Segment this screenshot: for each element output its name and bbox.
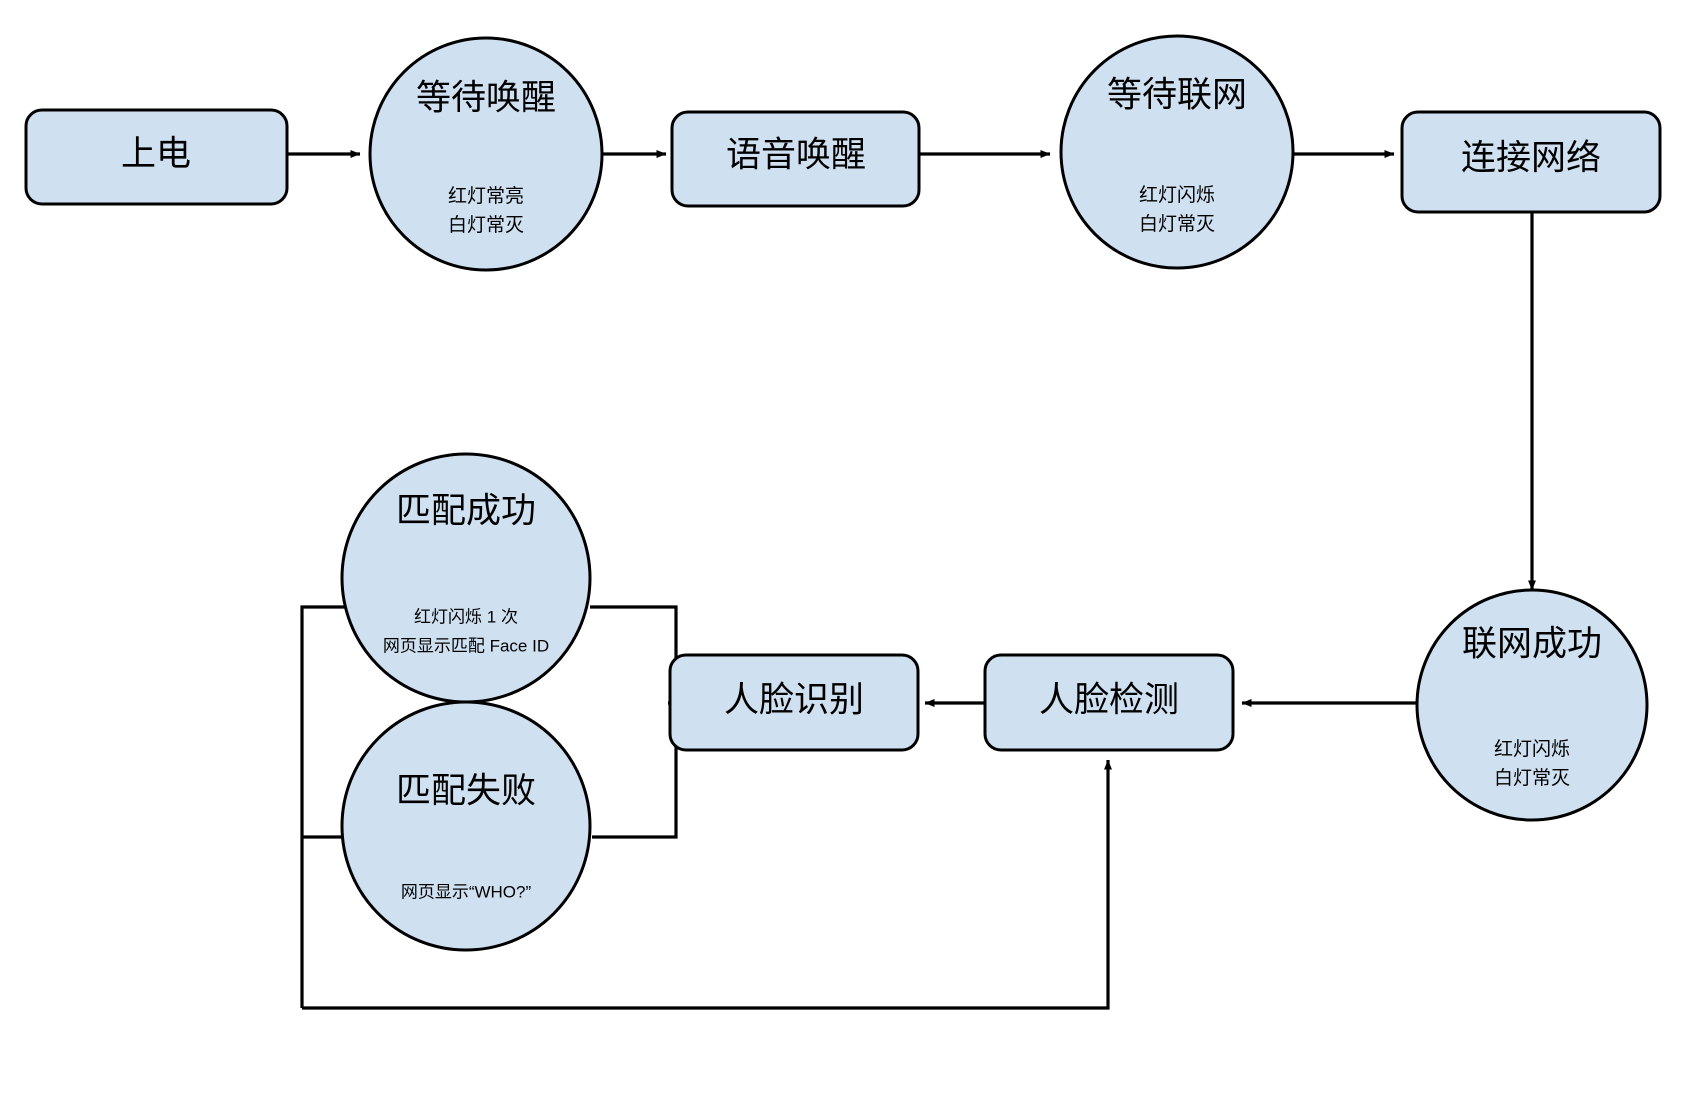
node-face-recognize-label: 人脸识别 bbox=[724, 680, 864, 719]
node-wait-wakeup-shape[interactable] bbox=[368, 36, 604, 272]
node-network-success[interactable]: 联网成功 红灯闪烁 白灯常灭 bbox=[1415, 588, 1649, 822]
edge-match-fail-to-face-detect-loop bbox=[302, 759, 1112, 1010]
edge-face-recognize-to-match-fail bbox=[592, 703, 678, 839]
node-voice-wakeup[interactable]: 语音唤醒 bbox=[670, 110, 921, 208]
node-match-fail-shape[interactable] bbox=[340, 700, 592, 952]
node-face-recognize-shape[interactable] bbox=[668, 653, 920, 752]
node-connect-network[interactable]: 连接网络 bbox=[1400, 110, 1662, 214]
node-wait-wakeup-label: 等待唤醒 bbox=[416, 78, 556, 117]
node-voice-wakeup-shape[interactable] bbox=[670, 110, 921, 208]
node-wait-wakeup-sub-1: 红灯常亮 bbox=[448, 185, 524, 207]
node-wait-wakeup[interactable]: 等待唤醒 红灯常亮 白灯常灭 bbox=[368, 36, 604, 272]
node-match-fail[interactable]: 匹配失败 网页显示“WHO?” bbox=[340, 700, 592, 952]
node-network-success-label: 联网成功 bbox=[1462, 624, 1602, 663]
node-wait-network-sub-2: 白灯常灭 bbox=[1139, 213, 1215, 235]
node-match-success-label: 匹配成功 bbox=[396, 491, 536, 530]
node-network-success-sub-1: 红灯闪烁 bbox=[1494, 738, 1570, 760]
node-wait-network-sub-1: 红灯闪烁 bbox=[1139, 184, 1215, 206]
node-connect-network-shape[interactable] bbox=[1400, 110, 1662, 214]
node-power-on-shape[interactable] bbox=[24, 108, 289, 206]
node-layer: 上电 等待唤醒 红灯常亮 白灯常灭 语音唤醒 等待联网 红灯闪烁 白灯常灭 bbox=[24, 34, 1662, 952]
node-wait-network-label: 等待联网 bbox=[1107, 75, 1247, 114]
node-face-detect-label: 人脸检测 bbox=[1039, 680, 1179, 719]
node-face-recognize[interactable]: 人脸识别 bbox=[668, 653, 920, 752]
edge-face-recognize-to-match-success bbox=[590, 605, 678, 703]
node-voice-wakeup-label: 语音唤醒 bbox=[726, 135, 866, 174]
node-match-success-sub-2: 网页显示匹配 Face ID bbox=[383, 636, 549, 655]
node-match-fail-label: 匹配失败 bbox=[396, 771, 536, 810]
node-face-detect-shape[interactable] bbox=[983, 653, 1235, 752]
node-network-success-shape[interactable] bbox=[1415, 588, 1649, 822]
node-power-on[interactable]: 上电 bbox=[24, 108, 289, 206]
node-wait-network[interactable]: 等待联网 红灯闪烁 白灯常灭 bbox=[1059, 34, 1295, 270]
node-match-fail-sub-1: 网页显示“WHO?” bbox=[401, 882, 532, 901]
node-connect-network-label: 连接网络 bbox=[1461, 138, 1601, 177]
node-wait-network-shape[interactable] bbox=[1059, 34, 1295, 270]
node-face-detect[interactable]: 人脸检测 bbox=[983, 653, 1235, 752]
node-wait-wakeup-sub-2: 白灯常灭 bbox=[448, 214, 524, 236]
node-power-on-label: 上电 bbox=[121, 134, 191, 173]
node-match-success[interactable]: 匹配成功 红灯闪烁 1 次 网页显示匹配 Face ID bbox=[340, 452, 592, 704]
node-network-success-sub-2: 白灯常灭 bbox=[1494, 767, 1570, 789]
node-match-success-sub-1: 红灯闪烁 1 次 bbox=[414, 607, 518, 626]
